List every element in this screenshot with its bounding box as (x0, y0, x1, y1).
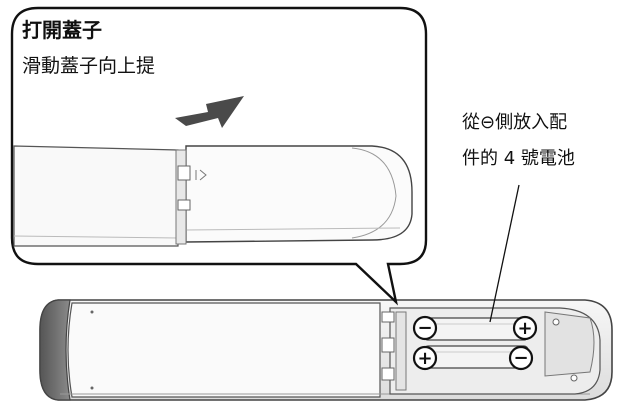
battery-note-line-1: 從⊖側放入配 (462, 112, 568, 133)
svg-text:+: + (517, 318, 532, 339)
svg-text:−: − (513, 348, 528, 369)
remote-closeup (13, 145, 413, 247)
minus-terminal-icon: − (412, 315, 438, 341)
battery-top (423, 317, 529, 341)
minus-terminal-icon: − (508, 345, 534, 371)
plus-terminal-icon: + (512, 315, 538, 341)
note-leader-line (489, 184, 520, 323)
remote-cover (67, 302, 381, 398)
remote-end-cap (39, 299, 71, 401)
callout-title: 打開蓋子 (22, 18, 102, 42)
slide-arrow-icon (175, 96, 244, 128)
svg-text:+: + (417, 348, 432, 369)
battery-note-line-2: 件的 4 號電池 (462, 148, 575, 169)
plus-terminal-icon: + (412, 345, 438, 371)
callout-instruction: 滑動蓋子向上提 (22, 55, 156, 77)
raised-cover (185, 145, 413, 243)
svg-text:−: − (417, 318, 432, 339)
